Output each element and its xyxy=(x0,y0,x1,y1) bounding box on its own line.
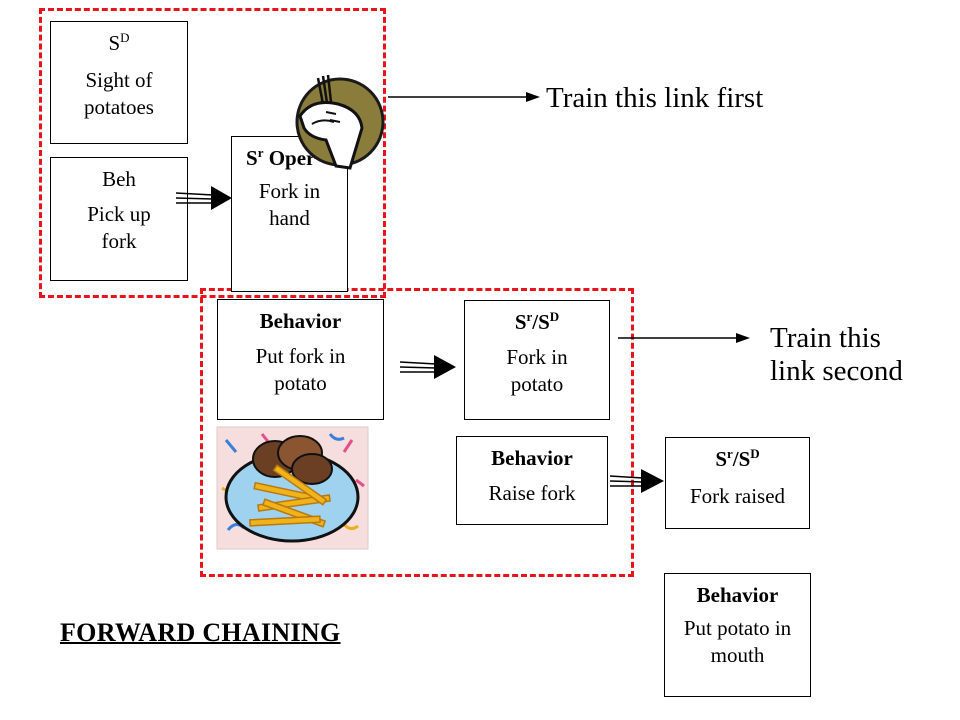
potatoes-and-fries-icon xyxy=(216,426,369,550)
train-second-line2: link second xyxy=(770,355,903,387)
train-first-label: Train this link first xyxy=(546,82,764,114)
sr-oper-box: Sr Oper Fork in hand xyxy=(231,136,348,292)
beh-pick-box: Beh Pick up fork xyxy=(50,157,188,281)
beh-mouth-head: Behavior xyxy=(696,583,779,607)
arrow-to-second-label xyxy=(618,333,750,343)
beh-raise-text: Raise fork xyxy=(488,481,576,505)
train-second-label: Train this link second xyxy=(770,322,903,388)
beh-raise-box: Behavior Raise fork xyxy=(456,436,608,525)
srsd-potato-box: Sr/SD Fork in potato xyxy=(464,300,610,420)
sr-oper-text: Fork in hand xyxy=(258,179,321,230)
sd-sight-box: SD Sight of potatoes xyxy=(50,21,188,144)
hand-holding-fork-icon xyxy=(295,74,385,170)
srsd-potato-head: Sr/SD xyxy=(514,309,560,334)
link-one-region xyxy=(39,8,386,298)
srsd-raised-text: Fork raised xyxy=(689,484,786,508)
beh-pick-text: Pick up fork xyxy=(87,202,151,253)
arrow-to-first-label xyxy=(388,92,540,102)
beh-put-text: Put fork in potato xyxy=(255,344,346,395)
sr-oper-head: Sr Oper xyxy=(246,145,316,170)
beh-put-box: Behavior Put fork in potato xyxy=(217,299,384,420)
link-two-region xyxy=(200,288,634,577)
beh-mouth-box: Behavior Put potato in mouth xyxy=(664,573,811,697)
srsd-raised-box: Sr/SD Fork raised xyxy=(665,437,810,529)
beh-pick-head: Beh xyxy=(102,167,136,191)
beh-put-head: Behavior xyxy=(259,309,342,333)
srsd-raised-head: Sr/SD xyxy=(715,446,760,471)
sd-sight-head: SD xyxy=(108,30,130,55)
beh-raise-head: Behavior xyxy=(491,446,573,470)
srsd-potato-text: Fork in potato xyxy=(506,345,568,396)
page-title: FORWARD CHAINING xyxy=(60,618,341,647)
chain-arrow-raise-to-raised xyxy=(609,469,664,493)
sd-sight-text: Sight of potatoes xyxy=(84,68,154,119)
train-second-line1: Train this xyxy=(770,322,881,354)
beh-mouth-text: Put potato in mouth xyxy=(683,616,792,667)
chain-arrow-put-to-potato xyxy=(399,355,456,379)
chain-arrow-pick-to-oper xyxy=(175,186,232,210)
